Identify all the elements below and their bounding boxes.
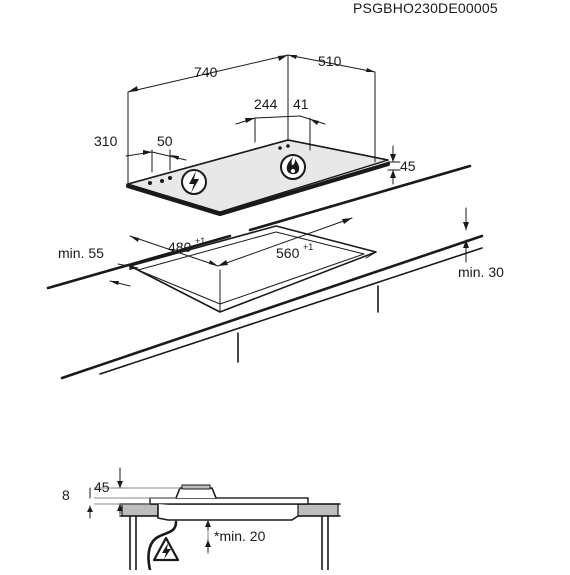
control-knob [168, 176, 172, 180]
dim-min-55: min. 55 [58, 245, 104, 261]
hob-edge-front [125, 161, 391, 217]
flame-icon [280, 154, 306, 180]
dim-min-30: min. 30 [458, 264, 504, 280]
drawing-code: PSGBHO230DE00005 [353, 0, 498, 16]
worktop [46, 164, 484, 380]
dim-480-tolerance: +1 [195, 236, 205, 246]
dim-560-tolerance: +1 [303, 242, 313, 252]
cross-section [87, 467, 341, 572]
control-knob [148, 181, 152, 185]
control-knob [278, 146, 282, 150]
dim-480: 480 [168, 239, 192, 255]
dim-detail-min-20: *min. 20 [214, 528, 266, 544]
top-dimensions [125, 54, 401, 185]
dim-510: 510 [318, 53, 342, 69]
dim-560: 560 [276, 245, 300, 261]
dim-310: 310 [94, 133, 118, 149]
dim-740: 740 [194, 64, 218, 80]
dim-244: 244 [254, 96, 278, 112]
dim-45: 45 [400, 158, 416, 174]
hob-top [125, 139, 391, 217]
dim-detail-45: 45 [94, 479, 110, 495]
control-knob [160, 179, 164, 183]
cutout [109, 207, 469, 313]
dim-50: 50 [157, 133, 173, 149]
electric-warning-icon [152, 536, 180, 562]
dim-detail-8: 8 [62, 487, 70, 503]
control-knob [286, 144, 290, 148]
dim-41: 41 [293, 96, 309, 112]
lightning-bolt-icon [181, 169, 207, 195]
